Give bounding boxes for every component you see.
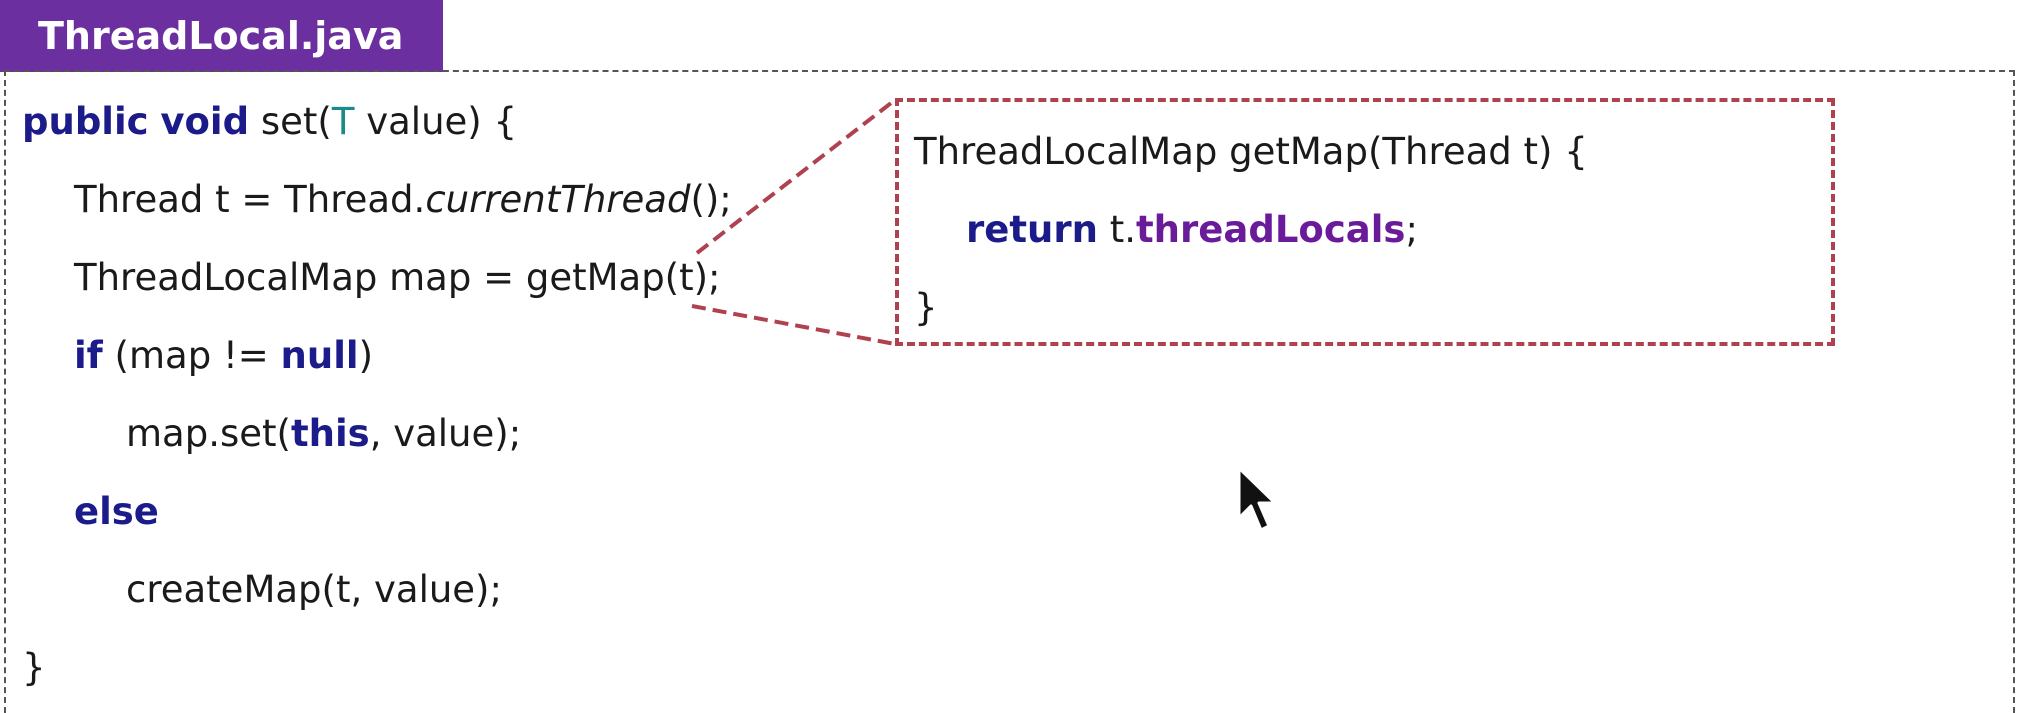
file-tab[interactable]: ThreadLocal.java: [0, 0, 443, 72]
code-line-2: Thread t = Thread.currentThread();: [74, 178, 732, 222]
code-text: ): [358, 334, 374, 377]
mouse-pointer-icon: [1237, 466, 1277, 532]
code-text: }: [914, 286, 938, 329]
code-text: ThreadLocalMap map = getMap(t);: [74, 256, 721, 299]
code-line-1: public void set(T value) {: [22, 100, 517, 144]
code-text: ThreadLocalMap getMap(Thread t) {: [914, 130, 1588, 173]
code-line-6: else: [74, 490, 159, 534]
code-text: ;: [1405, 208, 1418, 251]
keyword-else: else: [74, 490, 159, 533]
code-text: ();: [690, 178, 732, 221]
code-line-3: ThreadLocalMap map = getMap(t);: [74, 256, 721, 300]
code-line-8: }: [22, 646, 46, 690]
file-tab-title: ThreadLocal.java: [38, 14, 404, 58]
keyword-null: null: [280, 334, 359, 377]
code-text: t.: [1097, 208, 1136, 251]
keyword-return: return: [966, 208, 1098, 251]
code-text: createMap(t, value);: [126, 568, 502, 611]
keyword-this: this: [290, 412, 370, 455]
callout-box: [895, 98, 1835, 346]
type-parameter: T: [331, 100, 355, 143]
code-text: Thread t = Thread.: [74, 178, 426, 221]
code-frame: [4, 70, 2015, 713]
code-text: map.set(: [126, 412, 291, 455]
popup-line-2: return t.threadLocals;: [966, 208, 1418, 252]
popup-line-3: }: [914, 286, 938, 330]
method-name: currentThread: [425, 178, 691, 221]
code-text: (map !=: [102, 334, 281, 377]
popup-line-1: ThreadLocalMap getMap(Thread t) {: [914, 130, 1588, 174]
code-line-7: createMap(t, value);: [126, 568, 502, 612]
field-name: threadLocals: [1136, 208, 1406, 251]
code-text: }: [22, 646, 46, 689]
keyword-void: void: [160, 100, 250, 143]
keyword-public: public: [22, 100, 149, 143]
code-line-4: if (map != null): [74, 334, 373, 378]
code-text: , value);: [369, 412, 522, 455]
code-text: value) {: [354, 100, 518, 143]
code-text: set(: [249, 100, 332, 143]
keyword-if: if: [74, 334, 103, 377]
code-line-5: map.set(this, value);: [126, 412, 521, 456]
